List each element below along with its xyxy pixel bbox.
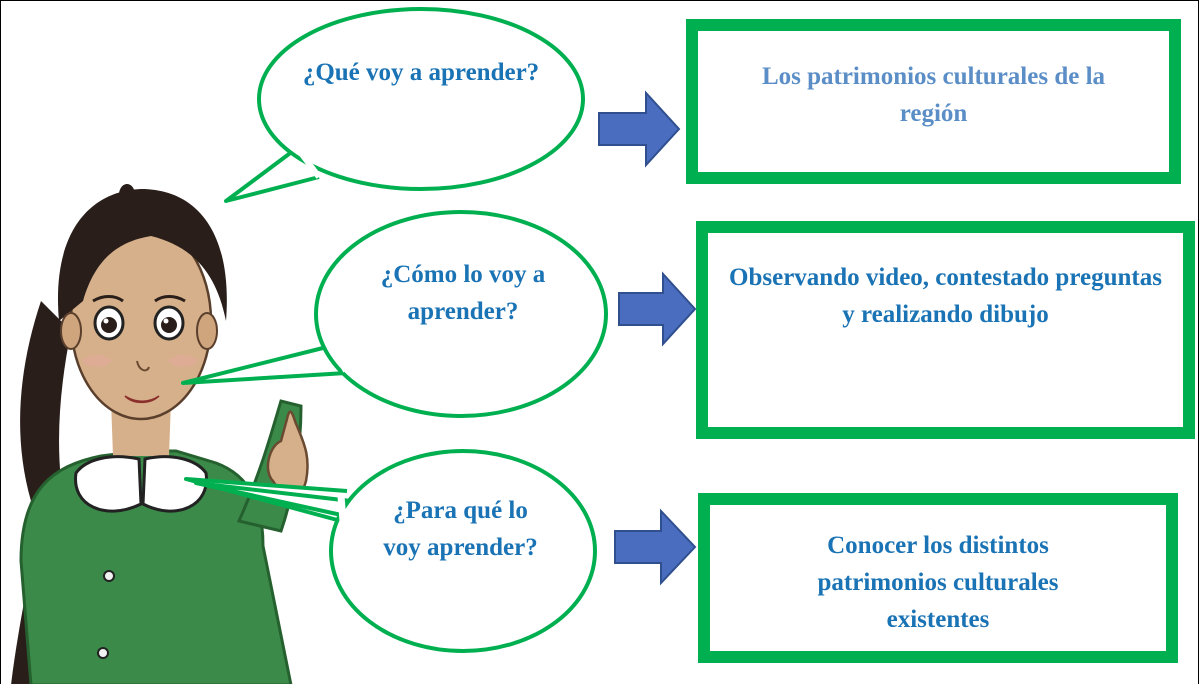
answer-why: Conocer los distintos patrimonios cultur… [817, 532, 1059, 633]
answer-box-how: Observando video, contestado preguntas y… [696, 221, 1195, 439]
answer-box-why: Conocer los distintos patrimonios cultur… [698, 493, 1178, 663]
arrow-icon [614, 508, 697, 586]
question-why: ¿Para qué lo voy aprender? [383, 497, 538, 561]
answer-what: Los patrimonios culturales de la región [761, 63, 1106, 127]
answer-box-what: Los patrimonios culturales de la región [686, 19, 1181, 184]
teacher-illustration [11, 184, 309, 684]
speech-bubble-why [184, 449, 597, 653]
answer-how: Observando video, contestado preguntas y… [729, 264, 1162, 328]
arrow-icon [618, 271, 697, 347]
question-how: ¿Cómo lo voy a aprender? [380, 261, 546, 325]
speech-bubble-what [224, 7, 585, 203]
arrow-icon [598, 90, 681, 168]
question-what: ¿Qué voy a aprender? [302, 59, 540, 86]
speech-bubble-how [181, 210, 608, 418]
